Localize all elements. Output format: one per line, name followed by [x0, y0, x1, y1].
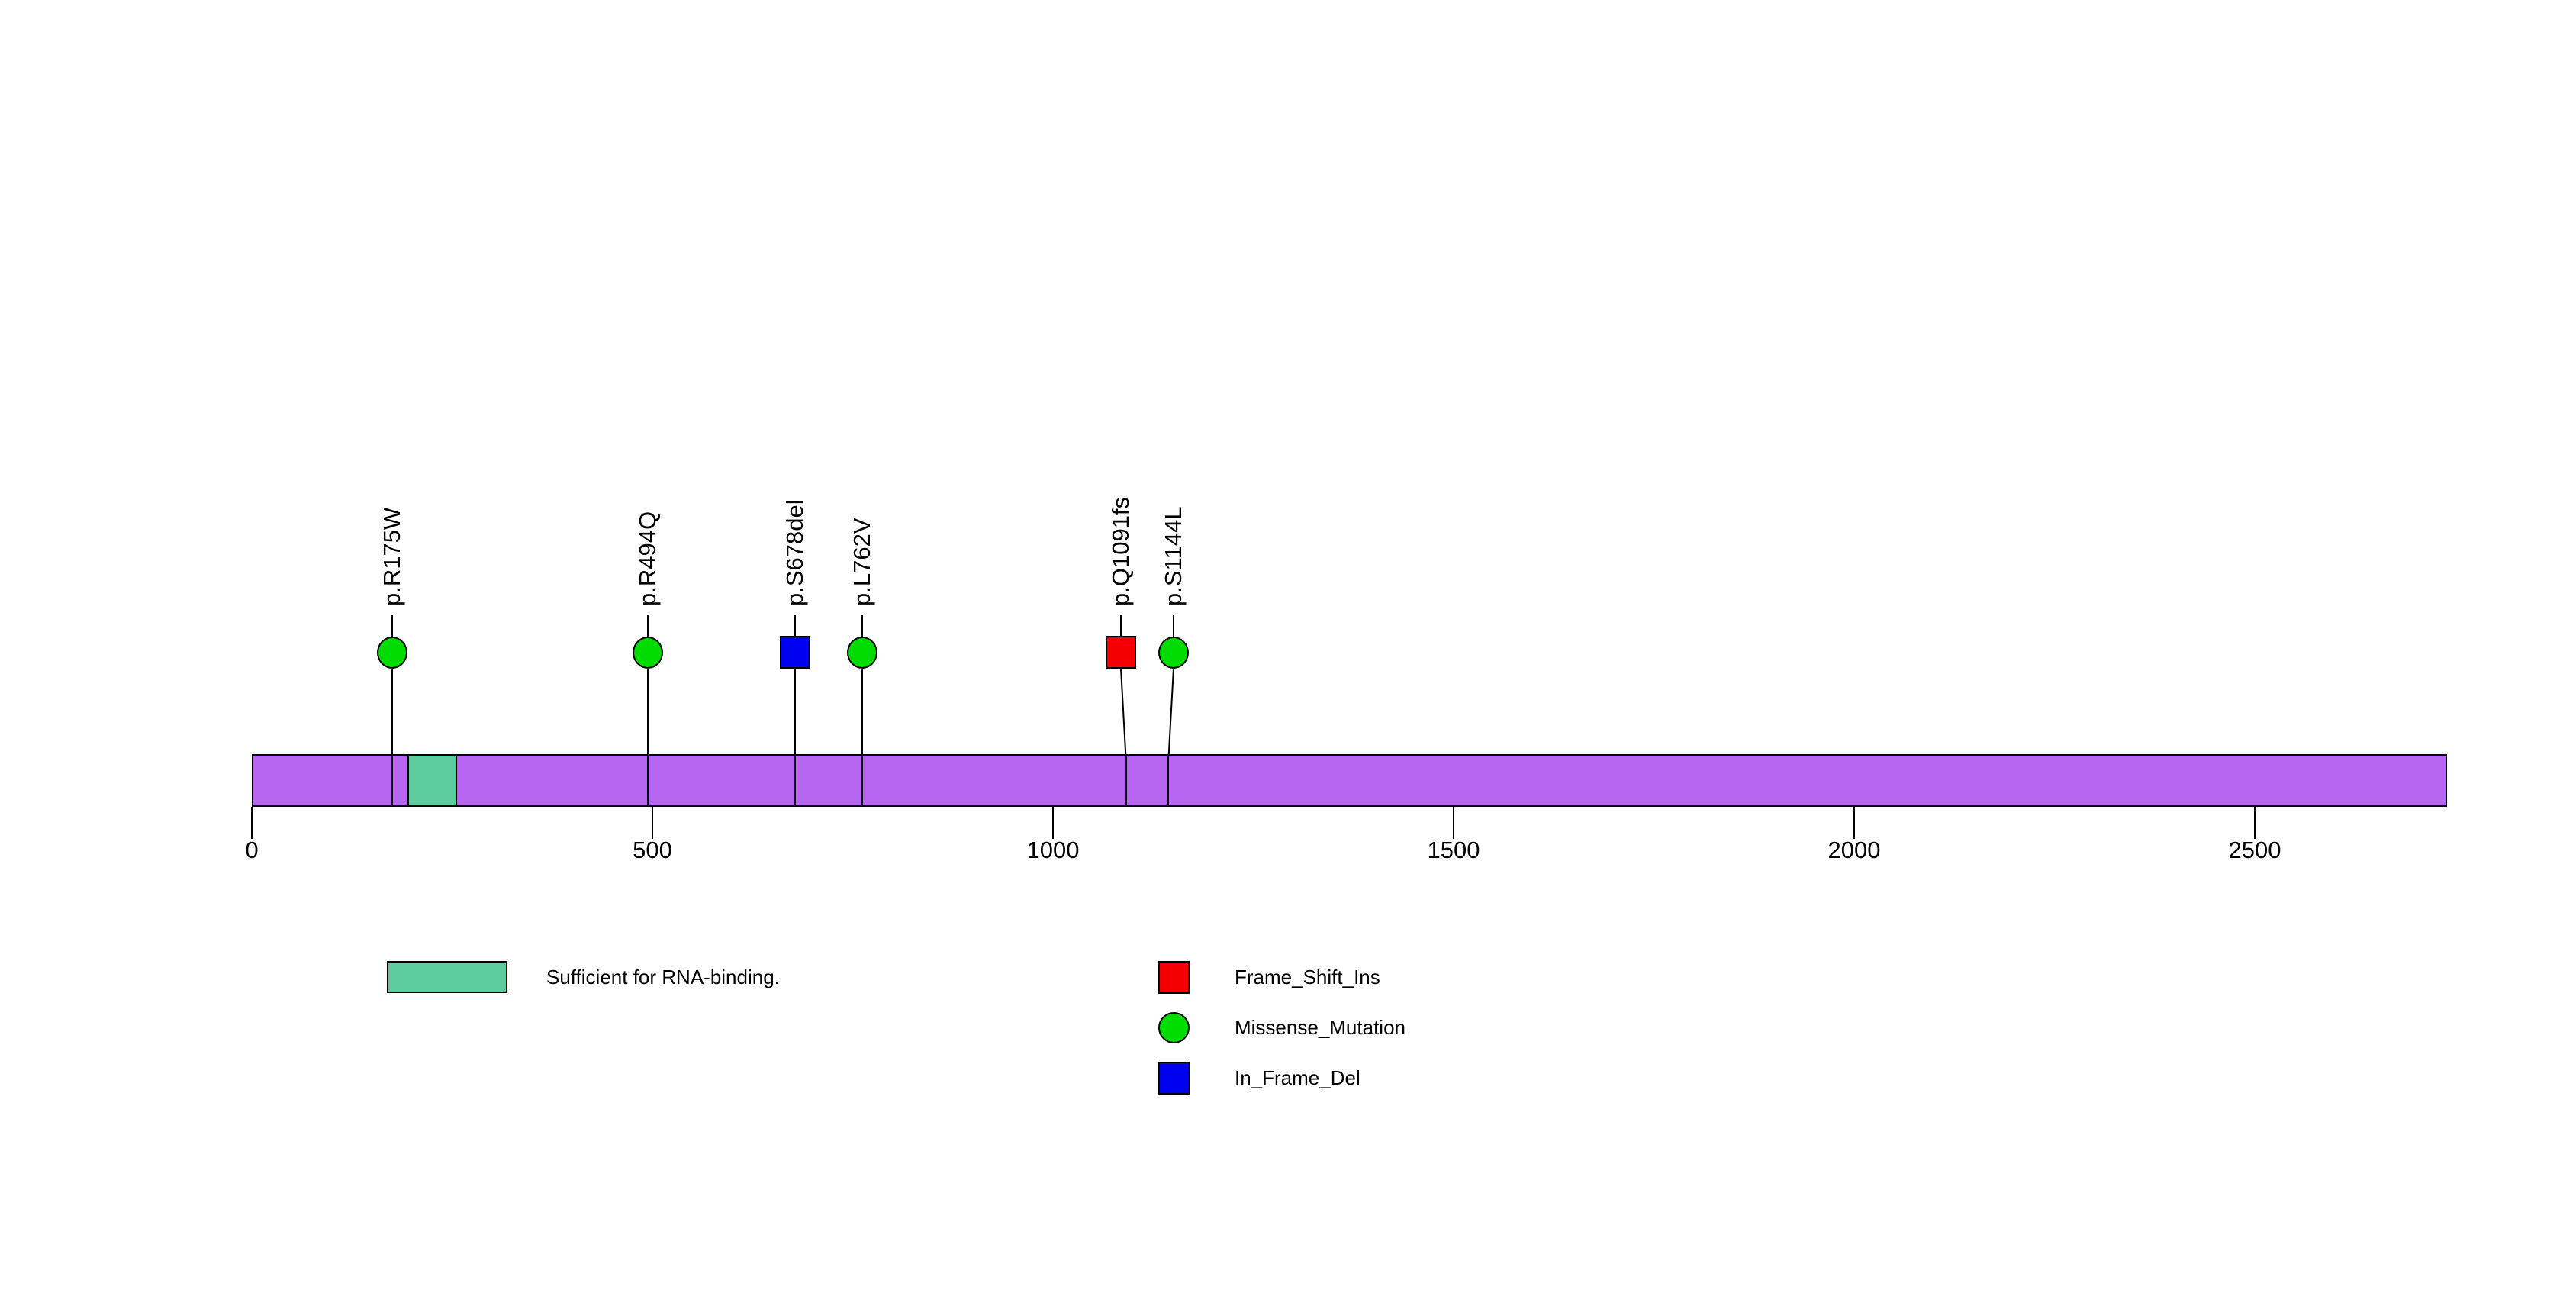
lollipop-stick — [1167, 668, 1174, 755]
axis-tick — [652, 807, 653, 839]
backbone-position-line — [1125, 754, 1127, 807]
mutation-label: p.L762V — [848, 518, 876, 607]
lollipop-stick-top — [1172, 615, 1174, 653]
mutation-label: p.S678del — [781, 499, 808, 606]
lollipop-stick — [861, 669, 864, 755]
axis-tick-label: 1000 — [1026, 837, 1080, 863]
lollipop-stick-top — [861, 615, 864, 653]
mutation-marker — [1158, 637, 1189, 669]
mutation-marker — [632, 637, 663, 669]
lollipop-stick — [646, 669, 649, 755]
mutation-legend-label: Missense_Mutation — [1235, 1016, 1406, 1039]
backbone-position-line — [794, 754, 796, 807]
axis-tick — [251, 807, 253, 839]
backbone-position-line — [646, 754, 649, 807]
mutation-legend-swatch — [1158, 1011, 1190, 1043]
lollipop-stick-top — [1120, 615, 1122, 653]
axis-tick-label: 500 — [633, 837, 672, 863]
mutation-label: p.R175W — [378, 507, 405, 606]
axis-tick-label: 2500 — [2228, 837, 2281, 863]
mutation-label: p.R494Q — [633, 511, 661, 606]
domain-region — [407, 754, 457, 807]
axis-tick — [1052, 807, 1054, 839]
mutation-marker — [847, 637, 878, 669]
lollipop-stick-top — [646, 615, 649, 653]
mutation-label: p.Q1091fs — [1107, 496, 1135, 606]
axis-tick-label: 0 — [245, 837, 259, 863]
mutation-marker — [1106, 636, 1137, 669]
mutation-legend-swatch — [1158, 1061, 1190, 1095]
backbone-position-line — [1167, 754, 1170, 807]
mutation-legend-label: In_Frame_Del — [1235, 1066, 1360, 1089]
region-legend-swatch — [387, 961, 507, 993]
axis-tick — [1853, 807, 1855, 839]
mutation-legend-label: Frame_Shift_Ins — [1235, 966, 1380, 988]
mutation-legend-swatch — [1158, 960, 1190, 994]
axis-tick — [2254, 807, 2256, 839]
backbone-position-line — [391, 754, 393, 807]
lollipop-stick — [1120, 668, 1127, 755]
backbone-position-line — [861, 754, 864, 807]
mutation-marker — [376, 637, 407, 669]
axis-tick-label: 2000 — [1827, 837, 1881, 863]
lollipop-stick-top — [391, 615, 393, 653]
axis-tick — [1453, 807, 1454, 839]
region-legend-label: Sufficient for RNA-binding. — [546, 966, 780, 988]
lollipop-stick — [391, 669, 393, 755]
protein-backbone — [252, 754, 2447, 807]
lollipop-stick-top — [794, 615, 796, 653]
axis-tick-label: 1500 — [1427, 837, 1480, 863]
mutation-marker — [779, 636, 810, 669]
mutation-label: p.S1144L — [1159, 506, 1187, 606]
lollipop-stick — [794, 669, 796, 755]
